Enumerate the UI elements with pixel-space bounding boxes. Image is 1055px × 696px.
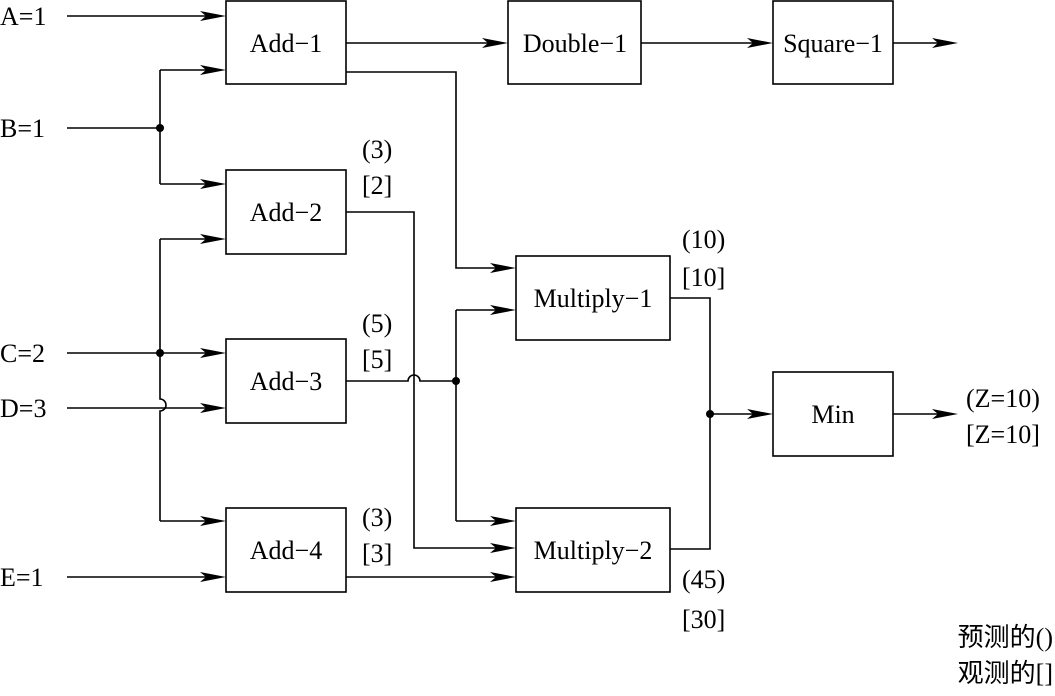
junction-add3 [452, 377, 460, 385]
arrow-a-add1 [200, 11, 226, 21]
arrow-add3-multiply1 [490, 305, 516, 315]
wire-c-vertical [159, 239, 167, 521]
square1-label: Square−1 [783, 29, 883, 58]
junction-b [156, 124, 164, 132]
input-d-label: D=3 [0, 394, 46, 423]
add2-box [225, 169, 347, 255]
input-b-label: B=1 [0, 114, 45, 143]
wires [67, 15, 948, 578]
add3-label: Add−3 [250, 367, 322, 396]
arrow-add1-multiply1 [490, 263, 516, 273]
junction-c [156, 349, 164, 357]
arrow-junction-min [747, 409, 773, 419]
add2-observed-value: [2] [362, 171, 392, 200]
square1-box [772, 0, 894, 85]
multiply2-predicted-value: (45) [682, 565, 725, 594]
add4-observed-value: [3] [362, 539, 392, 568]
add4-predicted-value: (3) [362, 503, 392, 532]
multiply1-box [515, 255, 671, 341]
legend-observed: 观测的[] [958, 659, 1053, 688]
arrow-c-add4 [200, 516, 226, 526]
double1-box [507, 0, 642, 85]
add1-label: Add−1 [250, 29, 322, 58]
arrow-e-add4 [200, 572, 226, 582]
arrowheads [200, 11, 958, 582]
arrow-b-add2 [200, 179, 226, 189]
add4-label: Add−4 [250, 536, 322, 565]
input-labels: A=1 B=1 C=2 D=3 E=1 [0, 2, 46, 592]
add3-box [225, 338, 347, 424]
legend: 预测的() 观测的[] [958, 623, 1053, 688]
arrow-add2-multiply2 [490, 543, 516, 553]
add2-label: Add−2 [250, 198, 322, 227]
add3-observed-value: [5] [362, 345, 392, 374]
add4-box [225, 507, 347, 593]
value-annotations: (3) [2] (5) [5] (3) [3] (10) [10] (45) [… [362, 135, 1040, 634]
multiply1-predicted-value: (10) [682, 225, 725, 254]
arrow-b-add1 [200, 65, 226, 75]
arrow-min-out [932, 409, 958, 419]
input-e-label: E=1 [0, 563, 44, 592]
multiply2-observed-value: [30] [682, 605, 725, 634]
wire-add3-out [346, 374, 456, 382]
input-c-label: C=2 [0, 339, 45, 368]
wire-add2-multiply2 [346, 211, 508, 549]
arrow-double1-square1 [747, 38, 773, 48]
legend-predicted: 预测的() [958, 623, 1053, 652]
component-boxes [225, 0, 894, 593]
multiply1-observed-value: [10] [682, 263, 725, 292]
junction-dots [156, 124, 714, 418]
multiply1-label: Multiply−1 [534, 284, 653, 313]
add2-predicted-value: (3) [362, 135, 392, 164]
arrow-add4-multiply2 [490, 572, 516, 582]
arrow-c-add3 [200, 348, 226, 358]
arrow-add1-double1 [482, 38, 508, 48]
z-predicted-value: (Z=10) [966, 384, 1040, 413]
add1-box [225, 0, 347, 85]
wire-add1-multiply1 [346, 71, 508, 269]
multiply2-box [515, 507, 671, 593]
z-observed-value: [Z=10] [966, 420, 1040, 449]
arrow-c-add2 [200, 234, 226, 244]
arrow-d-add3 [200, 403, 226, 413]
component-labels: Add−1 Add−2 Add−3 Add−4 Double−1 Square−… [250, 29, 883, 565]
double1-label: Double−1 [523, 29, 627, 58]
min-box [772, 371, 894, 457]
min-label: Min [811, 400, 854, 429]
wire-multiply1-min [670, 297, 711, 550]
multiply2-label: Multiply−2 [534, 536, 653, 565]
arrow-add3-multiply2 [490, 516, 516, 526]
input-a-label: A=1 [0, 2, 46, 31]
junction-min [706, 410, 714, 418]
add3-predicted-value: (5) [362, 309, 392, 338]
arrow-square1-out [932, 38, 958, 48]
